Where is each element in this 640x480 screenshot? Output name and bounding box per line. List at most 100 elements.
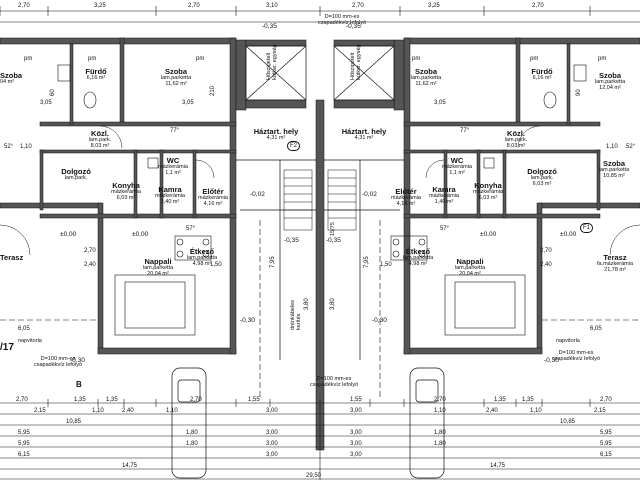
room-kozl-left: Közl.lam.park.8,03 m²: [88, 129, 112, 149]
dim-57-left: 57°: [186, 226, 196, 232]
bot-r5-5: 5,95: [600, 441, 612, 447]
bot-r1-9: 2,70: [600, 397, 612, 403]
pm-mark: pm: [24, 56, 33, 62]
top-dimension-line: [0, 6, 640, 23]
bot-r6-2: 3,00: [350, 452, 362, 458]
bot-r1-0: 2,70: [16, 397, 28, 403]
level-entry-left: -0,35: [284, 237, 299, 244]
dim-110-left: 1,10: [20, 144, 32, 150]
walls-left-unit: [0, 37, 237, 355]
pm-mark: pm: [598, 56, 607, 62]
level-outside-left: -0,30: [70, 357, 85, 364]
bot-r1-8: 1,35: [522, 397, 534, 403]
bot-r2-0: 2,15: [34, 408, 46, 414]
dim-305-mid: 3,05: [182, 100, 194, 106]
bot-r1-4: 1,55: [248, 397, 260, 403]
level-roof-left: -0,35: [262, 23, 277, 30]
pm-mark: pm: [88, 56, 97, 62]
bot-r4-1: 1,80: [186, 430, 198, 436]
section-marker-b: B: [76, 380, 82, 389]
bot-r5-0: 5,95: [18, 441, 30, 447]
dim-605-left: 6,05: [18, 326, 30, 332]
tag-f2: F2: [287, 141, 301, 151]
level-terrace-left: -0,30: [240, 317, 255, 324]
bot-r1-1: 1,35: [74, 397, 86, 403]
bot-r7-0: 14,75: [122, 463, 138, 469]
dim-380-left: 3,80: [304, 298, 310, 310]
note-napvitorla-left: napvitorla: [18, 338, 42, 344]
bot-r7-1: 14,75: [490, 463, 506, 469]
stairs: [283, 169, 357, 231]
dim-150-left: 1,50: [210, 262, 222, 268]
partition-lines: [236, 45, 404, 360]
pm-mark: pm: [412, 56, 421, 62]
bot-total: 29,50: [306, 473, 322, 479]
bot-r2-6: 1,10: [434, 408, 446, 414]
dim-380-right: 3,80: [330, 298, 336, 310]
bot-r2-4: 3,00: [266, 408, 278, 414]
level-zero-right: ±0,00: [480, 231, 497, 238]
level-outside-right: -0,30: [544, 357, 559, 364]
dim-795-left: 7,95: [270, 256, 276, 268]
top-dim-3: 2,70: [188, 3, 200, 9]
dim-270-right: 2,70: [540, 248, 552, 254]
bot-r2-5: 3,00: [350, 408, 362, 414]
drain-lines: [0, 220, 640, 400]
dim-110-right: 1,10: [606, 144, 618, 150]
note-napvitorla-right: napvitorla: [556, 338, 580, 344]
dim-795-right: 7,95: [364, 256, 370, 268]
dim-605-right: 6,05: [590, 326, 602, 332]
bot-r1-3: 2,70: [190, 397, 202, 403]
bot-r4-2: 3,00: [266, 430, 278, 436]
bot-r6-3: 6,15: [600, 452, 612, 458]
dim-90: 90: [576, 89, 582, 96]
lot-number: /17: [0, 342, 14, 353]
dim-305-right: 3,05: [434, 100, 446, 106]
bot-r4-0: 5,95: [18, 430, 30, 436]
room-terasz-left: Terasz: [0, 253, 24, 262]
bot-r2-1: 1,10: [92, 408, 104, 414]
bot-r4-5: 5,95: [600, 430, 612, 436]
dim-60: 60: [50, 89, 56, 96]
pm-mark: pm: [530, 56, 539, 62]
top-dim-7: 2,70: [532, 3, 544, 9]
bot-r2-8: 1,10: [530, 408, 542, 414]
level-roof-right: -0,35: [346, 23, 361, 30]
top-dim-5: 2,70: [352, 3, 364, 9]
top-dim-1: 2,70: [18, 3, 30, 9]
bot-r2-3: 1,10: [166, 408, 178, 414]
bot-r1-5: 1,55: [350, 397, 362, 403]
dim-240-left: 2,40: [84, 262, 96, 268]
dim-305-left: 3,05: [40, 100, 52, 106]
level-terrace-right: -0,30: [372, 317, 387, 324]
bot-r6-0: 6,15: [18, 452, 30, 458]
central-walls: [235, 39, 405, 451]
bot-r5-4: 1,80: [434, 441, 446, 447]
dim-52-right: 52°: [626, 144, 636, 150]
bot-r1-6: 2,70: [434, 397, 446, 403]
bot-r3-1: 10,85: [560, 419, 576, 425]
note-fence-height: 15/75: [330, 222, 336, 236]
level-step-right: -0,02: [362, 191, 377, 198]
bot-r1-7: 1,35: [494, 397, 506, 403]
